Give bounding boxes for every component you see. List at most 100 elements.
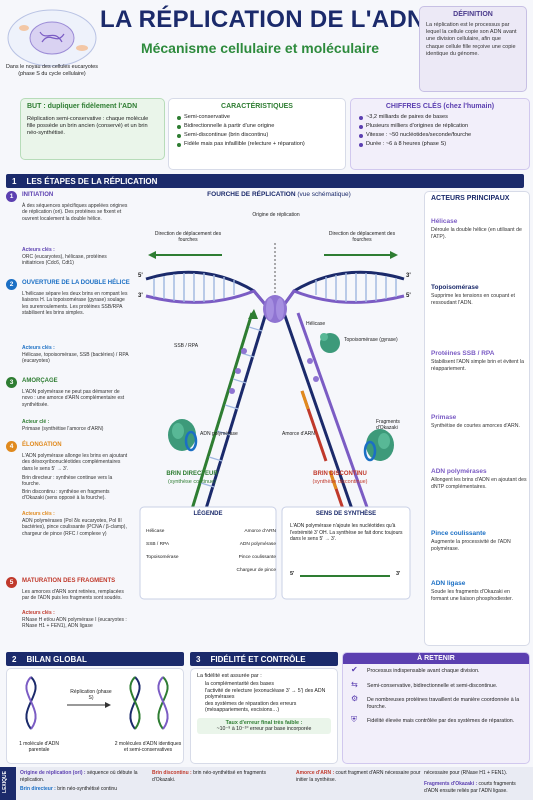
error-rate-box: Taux d'erreur final très faible : ~10⁻⁹ …	[197, 717, 331, 734]
list-item: Plusieurs milliers d'origines de réplica…	[359, 122, 521, 131]
legend-item: ADN polymérase	[239, 542, 276, 547]
legend-item: Pince coulissante	[238, 555, 276, 560]
step-bullet: Brin directeur : synthèse continue vers …	[22, 475, 113, 488]
step-number: 5	[6, 577, 17, 588]
cell-illustration	[6, 8, 98, 98]
bilan-card: Réplication (phase S) 1 molécule d'ADN p…	[6, 668, 184, 764]
step-text: L'hélicase sépare les deux brins en romp…	[22, 291, 128, 317]
step-title: MATURATION DES FRAGMENTS	[22, 578, 116, 584]
bilan-left-label: 1 molécule d'ADN parentale	[19, 741, 59, 753]
legend-item: Chargeur de pince	[236, 568, 276, 573]
definition-title: DÉFINITION	[453, 11, 493, 18]
replication-fork-diagram: FOURCHE DE RÉPLICATION (vue schématique)…	[134, 191, 416, 646]
leading-arrow	[248, 309, 258, 319]
but-card: BUT : dupliquer fidèlement l'ADN Réplica…	[20, 98, 165, 160]
section-title: LES ÉTAPES DE LA RÉPLICATION	[26, 176, 158, 186]
leading-strand-title: BRIN DIRECTEUR	[166, 471, 218, 477]
definition-text: La réplication est le processus par lequ…	[426, 22, 517, 57]
fidelite-list: la complémentarité des bases l'activité …	[197, 681, 331, 714]
step-title: OUVERTURE DE LA DOUBLE HÉLICE	[22, 280, 130, 286]
but-title: BUT : dupliquer fidèlement l'ADN	[27, 103, 138, 110]
five-prime-label: 5'	[138, 273, 143, 279]
actor-pince: Pince coulissante Augmente la processivi…	[431, 530, 511, 552]
caracteristiques-card: CARACTÉRISTIQUES Semi-conservative Bidir…	[168, 98, 346, 170]
list-item: Bidirectionnelle à partir d'une origine	[177, 122, 337, 131]
list-item: Durée : ~6 à 8 heures (phase S)	[359, 140, 521, 149]
list-item: l'activité de relecture (exonucléase 3' …	[205, 687, 326, 701]
leading-strand-sub: (synthèse continue)	[168, 479, 216, 485]
step-bullet: Brin discontinu : synthèse en fragments …	[22, 489, 110, 502]
list-item: Semi-discontinue (brin discontinu)	[177, 131, 337, 140]
actors-panel: ACTEURS PRINCIPAUX Hélicase Déroule la d…	[424, 191, 530, 646]
actors-title: ACTEURS PRINCIPAUX	[431, 195, 510, 202]
retenir-title: À RETENIR	[343, 653, 529, 664]
actor-helicase: Hélicase Déroule la double hélice (en ut…	[431, 218, 522, 240]
lagging-strand-title: BRIN DISCONTINU	[313, 471, 367, 477]
page-title: LA RÉPLICATION DE L'ADN	[100, 6, 425, 33]
sens-title: SENS DE SYNTHÈSE	[315, 511, 377, 517]
list-item: ⚙De nombreuses protéines travaillent de …	[351, 694, 520, 710]
lexique	[0, 767, 533, 800]
lexique-entry: Fragments d'Okazaki : courts fragments d…	[424, 781, 516, 794]
step-text: Les amorces d'ARN sont retirées, remplac…	[22, 589, 124, 602]
fork-title: FOURCHE DE RÉPLICATION (vue schématique)	[207, 191, 351, 198]
direction-right-label: Direction de déplacement des fourches	[328, 231, 396, 243]
step-actors-label: Acteur clé :	[22, 419, 50, 425]
bilan-right-label: 2 molécules d'ADN identiques et semi-con…	[114, 741, 182, 753]
legend-title: LÉGENDE	[193, 511, 223, 517]
step-title: ÉLONGATION	[22, 442, 62, 448]
step-actors-label: Acteurs clés :	[22, 247, 55, 253]
topoisomerase-icon	[320, 333, 340, 353]
sens-text: L'ADN polymérase n'ajoute les nucléotide…	[290, 523, 403, 542]
step-number: 3	[6, 377, 17, 388]
step-title: AMORÇAGE	[22, 378, 58, 384]
caracteristiques-title: CARACTÉRISTIQUES	[221, 103, 293, 110]
actor-topoisomerase: Topoisomérase Supprime les tensions en c…	[431, 284, 515, 306]
list-item: Fidèle mais pas infaillible (relecture +…	[177, 140, 337, 149]
sens-three: 3'	[396, 571, 401, 577]
check-icon: ✔	[351, 665, 358, 674]
step-actors-label: Acteurs clés :	[22, 511, 55, 517]
chiffres-card: CHIFFRES CLÉS (chez l'humain) ~3,2 milli…	[350, 98, 530, 170]
step-text: L'ADN polymérase ne peut pas démarrer de…	[22, 389, 125, 408]
section-number: 1	[12, 176, 17, 186]
lexique-entry: Brin discontinu : brin néo-synthétisé en…	[152, 770, 266, 783]
actor-polymerase: ADN polymérases Allongent les brins d'AD…	[431, 468, 527, 490]
step-actors-label: Acteurs clés :	[22, 345, 55, 351]
lexique-entry: Brin directeur : brin néo-synthétisé con…	[20, 786, 117, 792]
list-item: des systèmes de réparation des erreurs (…	[205, 700, 297, 714]
direction-arrows	[148, 243, 398, 299]
three-prime-label: 3'	[406, 273, 411, 279]
polymerase-leading-icon	[168, 419, 198, 452]
shield-icon: ⛨	[351, 715, 357, 725]
ssb-label: SSB / RPA	[174, 343, 199, 349]
cell-caption: Dans le noyau des cellules eucaryotes (p…	[6, 64, 98, 77]
helicase-icon	[263, 295, 287, 323]
five-prime-label: 5'	[406, 293, 411, 299]
step-actors: ORC (eucaryotes), hélicase, protéines in…	[22, 254, 107, 267]
origin-label: Origine de réplication	[252, 212, 300, 218]
step-actors: RNase H et/ou ADN polymérase I (eucaryot…	[22, 617, 127, 630]
page-subtitle: Mécanisme cellulaire et moléculaire	[140, 40, 380, 56]
ssb-icon	[229, 348, 319, 394]
step-text: À des séquences spécifiques appelées ori…	[22, 203, 128, 222]
okazaki-label: Fragments d'Okazaki	[376, 419, 400, 431]
helicase-label: Hélicase	[306, 321, 326, 327]
step-title: INITIATION	[22, 192, 54, 198]
steps-column: 1 INITIATION À des séquences spécifiques…	[6, 191, 131, 646]
chiffres-title: CHIFFRES CLÉS (chez l'humain)	[385, 103, 495, 110]
list-item: Vitesse : ~50 nucléotides/seconde/fourch…	[359, 131, 521, 140]
lagging-strand-sub: (synthèse discontinue)	[312, 479, 368, 485]
list-item: Semi-conservative	[177, 113, 337, 122]
retenir-card: À RETENIR ✔Processus indispensable avant…	[342, 652, 530, 764]
amorce-label: Amorce d'ARN	[282, 431, 315, 437]
step-actors: Hélicase, topoisomérase, SSB (bactéries)…	[22, 352, 129, 365]
polymerase-label: ADN polymérase	[200, 431, 238, 437]
list-item: ⇆Semi-conservative, bidirectionnelle et …	[351, 679, 498, 689]
direction-left-label: Direction de déplacement des fourches	[154, 231, 222, 243]
lexique-label: LEXIQUE	[0, 767, 16, 800]
legend-item: SSB / RPA	[146, 542, 170, 547]
